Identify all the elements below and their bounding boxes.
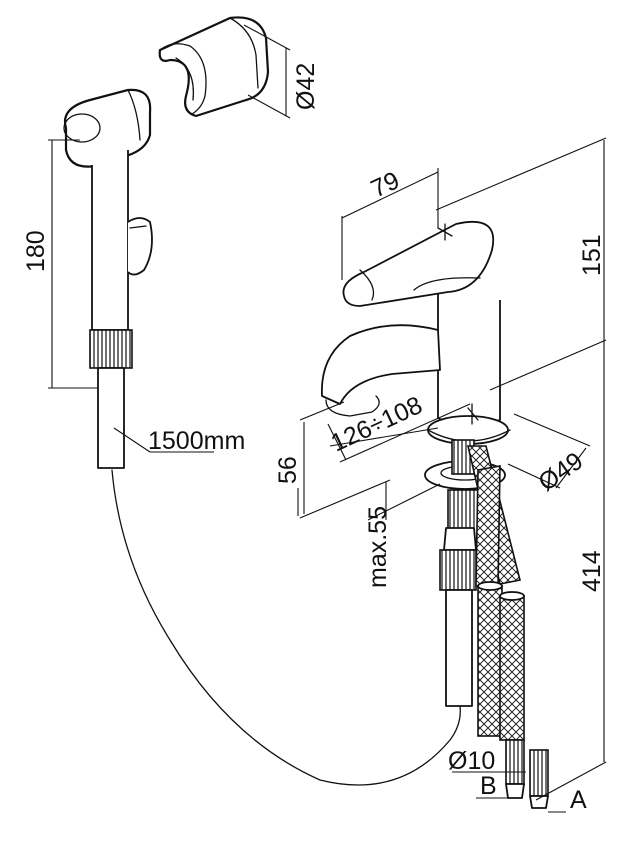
- wall-holder: [158, 16, 270, 118]
- spout-height-label: 56: [274, 456, 302, 484]
- base-diameter-label: Ø49: [533, 447, 588, 497]
- hose-length-label: 1500mm: [148, 427, 245, 455]
- lever-length-label: 79: [367, 166, 404, 203]
- clip-diameter-label: Ø42: [292, 63, 320, 110]
- total-height-label: 151: [578, 234, 606, 276]
- faucet-body: [321, 220, 511, 445]
- hose-length-callout: 1500mm: [113, 427, 245, 455]
- supply-hoses: [466, 445, 549, 809]
- handset-height-label: 180: [22, 230, 50, 272]
- supply-hose-length-label: 414: [578, 550, 606, 592]
- label-b: B: [480, 772, 497, 800]
- connector-diameter-label: Ø10: [448, 747, 495, 775]
- shower-hose: [111, 469, 461, 786]
- supply-length-dimension: 151 414: [435, 137, 607, 801]
- label-a: A: [570, 786, 587, 814]
- base-diameter-dimension: Ø49: [507, 413, 591, 497]
- clip-diameter-dimension: Ø42: [243, 24, 320, 119]
- connector-dimension: Ø10 B A: [448, 747, 587, 814]
- deck-thickness-dimension: max.55: [364, 482, 441, 588]
- max-deck-thickness-label: max.55: [364, 506, 392, 588]
- hand-shower: [63, 88, 153, 469]
- handset-height-dimension: 180: [22, 139, 98, 389]
